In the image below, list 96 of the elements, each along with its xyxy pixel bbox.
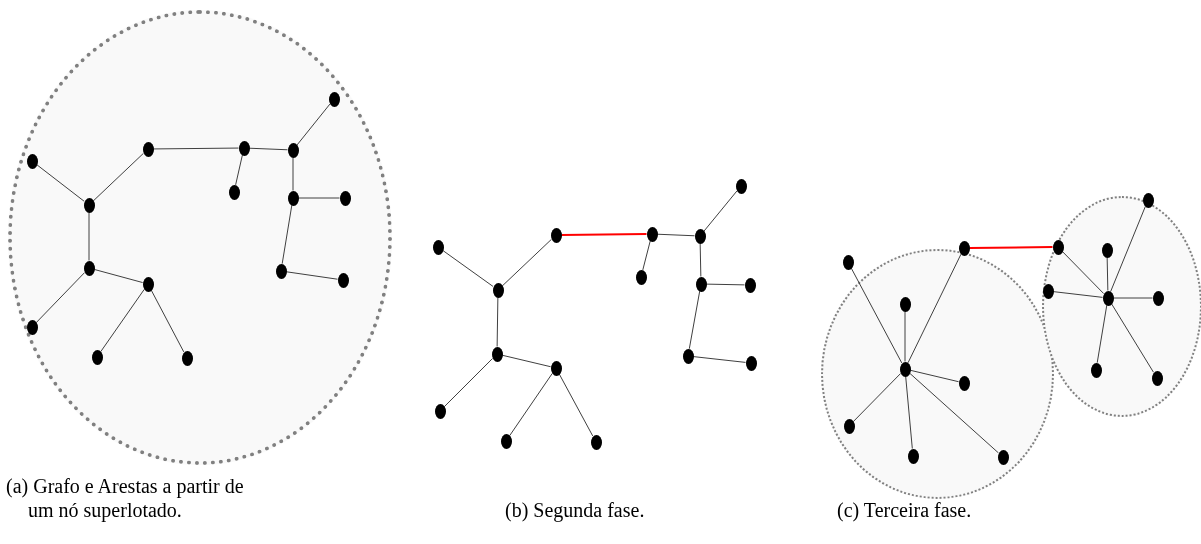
graph-edge xyxy=(88,212,90,261)
graph-node xyxy=(228,184,240,200)
graph-node xyxy=(1101,242,1113,258)
graph-edge xyxy=(909,372,999,454)
graph-node xyxy=(339,190,351,206)
graph-node xyxy=(1090,362,1102,378)
graph-edge xyxy=(642,240,651,271)
graph-edge xyxy=(968,246,1054,249)
graph-edge xyxy=(502,238,552,287)
graph-node xyxy=(287,190,299,206)
graph-edge xyxy=(706,283,745,286)
graph-node xyxy=(434,403,446,419)
graph-edge xyxy=(907,253,962,364)
graph-node xyxy=(1151,370,1163,386)
graph-node xyxy=(1142,192,1154,208)
graph-edge xyxy=(496,297,499,347)
graph-edge xyxy=(852,373,902,422)
graph-node xyxy=(745,355,757,371)
graph-node xyxy=(907,448,919,464)
graph-node xyxy=(491,346,503,362)
graph-node xyxy=(744,277,756,293)
graph-edge xyxy=(292,157,294,191)
graph-node xyxy=(997,449,1009,465)
graph-node xyxy=(1102,290,1114,306)
graph-node xyxy=(142,276,154,292)
graph-edge xyxy=(904,311,906,362)
graph-node xyxy=(958,240,970,256)
caption: (a) Grafo e Arestas a partir de um nó superlotado. xyxy=(6,474,245,522)
graph-node xyxy=(843,418,855,434)
graph-edge xyxy=(688,290,701,350)
graph-node xyxy=(83,197,95,213)
graph-node xyxy=(899,361,911,377)
graph-node xyxy=(590,434,602,450)
graph-node xyxy=(181,350,193,366)
graph-edge xyxy=(150,289,185,353)
graph-edge xyxy=(703,190,738,232)
graph-edge xyxy=(93,152,144,202)
graph-node xyxy=(275,263,287,279)
graph-edge xyxy=(1061,251,1105,294)
graph-node xyxy=(1152,290,1164,306)
graph-edge xyxy=(693,356,746,363)
graph-edge xyxy=(100,288,145,353)
graph-node xyxy=(635,269,647,285)
graph-edge xyxy=(285,271,339,280)
graph-edge xyxy=(501,354,552,368)
graph-edge xyxy=(558,373,594,437)
graph-edge xyxy=(298,197,340,199)
graph-edge xyxy=(1106,257,1109,291)
graph-node xyxy=(958,375,970,391)
graph-node xyxy=(899,296,911,312)
graph-edge xyxy=(1053,291,1103,298)
graph-node xyxy=(646,226,658,242)
graph-edge xyxy=(443,357,494,408)
graph-node xyxy=(735,178,747,194)
graph-edge xyxy=(296,103,331,146)
graph-node xyxy=(83,260,95,276)
graph-node xyxy=(26,153,38,169)
graph-edge xyxy=(153,147,239,150)
graph-edge xyxy=(905,375,913,450)
graph-edge xyxy=(699,243,702,277)
graph-edge xyxy=(35,272,86,323)
graph-node xyxy=(1052,239,1064,255)
graph-node xyxy=(682,348,694,364)
graph-edge xyxy=(1111,303,1154,373)
graph-node xyxy=(500,433,512,449)
graph-edge xyxy=(36,164,85,202)
graph-node xyxy=(694,228,706,244)
graph-edge xyxy=(1113,297,1153,299)
graph-edge xyxy=(1096,304,1108,364)
graph-node xyxy=(287,142,299,158)
graph-node xyxy=(1042,283,1054,299)
graph-edge xyxy=(281,204,293,265)
graph-node xyxy=(695,276,707,292)
graph-node xyxy=(337,272,349,288)
graph-edge xyxy=(509,373,553,436)
graph-node xyxy=(550,360,562,376)
graph-node xyxy=(142,141,154,157)
graph-edge xyxy=(235,154,243,186)
graph-node xyxy=(492,282,504,298)
graph-node xyxy=(432,239,444,255)
graph-edge xyxy=(560,233,648,236)
caption: (b) Segunda fase. xyxy=(505,498,646,522)
graph-edge xyxy=(657,233,695,237)
graph-node xyxy=(91,349,103,365)
graph-node xyxy=(550,227,562,243)
caption: (c) Terceira fase. xyxy=(837,498,973,522)
graph-edge xyxy=(442,250,494,287)
graph-edge xyxy=(93,268,144,284)
graph-node xyxy=(842,254,854,270)
graph-edge xyxy=(249,147,288,151)
graph-edge xyxy=(850,267,903,364)
graph-edge xyxy=(909,369,960,383)
graph-node xyxy=(26,319,38,335)
graph-node xyxy=(328,91,340,107)
graph-edge xyxy=(1110,206,1146,292)
graph-node xyxy=(238,140,250,156)
